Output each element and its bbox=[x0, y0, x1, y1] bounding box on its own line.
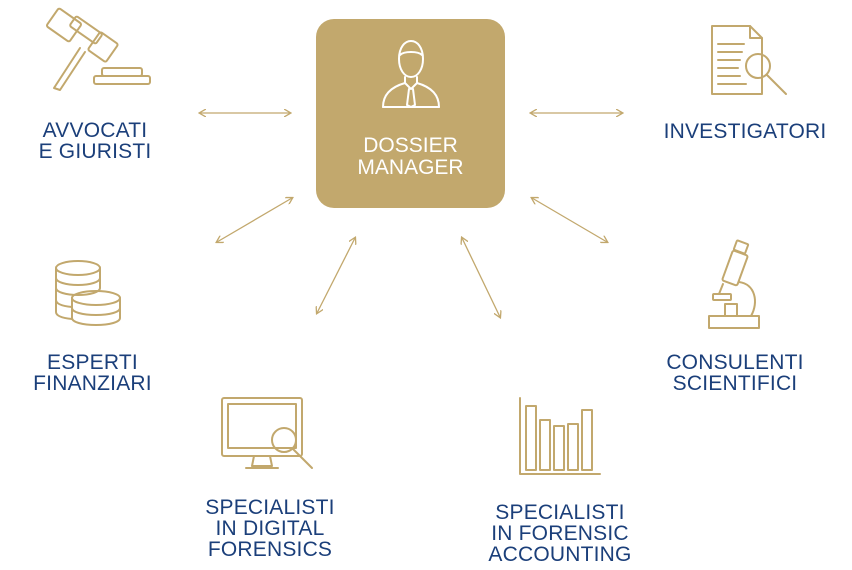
label-esperti-line-1: ESPERTI bbox=[47, 351, 138, 374]
label-accounting: SPECIALISTI IN FORENSIC ACCOUNTING bbox=[460, 502, 660, 565]
label-accounting-line-3: ACCOUNTING bbox=[488, 543, 632, 566]
coins-icon bbox=[55, 260, 121, 326]
label-consulenti: CONSULENTI SCIENTIFICI bbox=[640, 352, 830, 394]
label-accounting-line-2: IN FORENSIC bbox=[491, 522, 629, 545]
label-consulenti-line-2: SCIENTIFICI bbox=[672, 372, 798, 395]
label-avvocati: AVVOCATI E GIURISTI bbox=[20, 120, 170, 162]
arrow-esperti bbox=[217, 198, 292, 242]
label-investigatori: INVESTIGATORI bbox=[640, 121, 850, 142]
monitor-search-icon bbox=[221, 397, 313, 469]
gavel-icon bbox=[46, 7, 151, 91]
hub-label: DOSSIER MANAGER bbox=[316, 135, 505, 179]
label-esperti: ESPERTI FINANZIARI bbox=[10, 352, 175, 394]
label-avvocati-line-1: AVVOCATI bbox=[42, 119, 148, 142]
label-investigatori-line-1: INVESTIGATORI bbox=[663, 120, 827, 143]
manager-icon bbox=[382, 40, 440, 108]
label-accounting-line-1: SPECIALISTI bbox=[495, 501, 625, 524]
document-search-icon bbox=[711, 25, 787, 95]
microscope-icon bbox=[708, 239, 760, 329]
bar-chart-icon bbox=[519, 397, 601, 475]
label-digital-line-1: SPECIALISTI bbox=[205, 496, 335, 519]
label-digital: SPECIALISTI IN DIGITAL FORENSICS bbox=[185, 497, 355, 560]
label-consulenti-line-1: CONSULENTI bbox=[666, 351, 804, 374]
dossier-manager-box: DOSSIER MANAGER bbox=[316, 19, 505, 208]
hub-label-line-2: MANAGER bbox=[357, 156, 464, 179]
label-digital-line-3: FORENSICS bbox=[207, 538, 333, 561]
arrow-consulenti bbox=[532, 198, 607, 242]
label-digital-line-2: IN DIGITAL bbox=[215, 517, 325, 540]
hub-label-line-1: DOSSIER bbox=[363, 134, 458, 157]
arrow-digital bbox=[317, 238, 355, 313]
arrow-accounting bbox=[462, 238, 500, 317]
label-esperti-line-2: FINANZIARI bbox=[33, 372, 152, 395]
label-avvocati-line-2: E GIURISTI bbox=[38, 140, 152, 163]
